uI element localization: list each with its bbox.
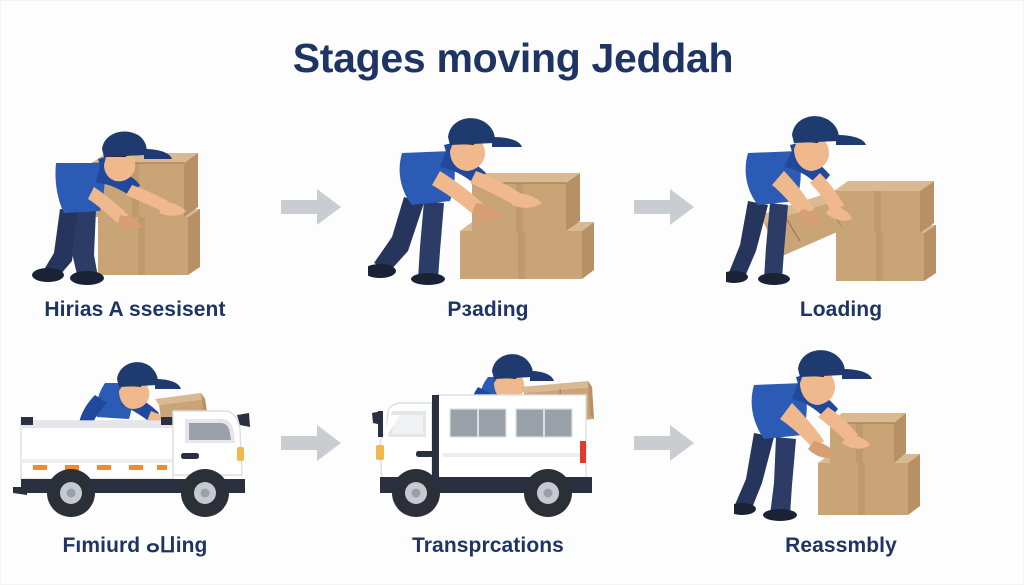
truck-box-van [372,394,592,517]
cargo-window-panels [449,408,573,438]
stage-packing[interactable]: Pɜading [354,105,622,335]
stage-label: Transprcations [412,534,564,557]
illustration-worker-boxes-stack [707,341,975,521]
illustration-truck-flatbed-loading [1,341,269,521]
stages-row-bottom: Fımiurd ⴰⵡing [1,341,1024,571]
stages-row-top: Hirias A ssesisent [1,105,1024,335]
illustration-worker-boxes-bend [1,105,269,285]
box-stack-upper [834,181,934,233]
stage-label: Pɜading [447,298,529,321]
stage-reassembly[interactable]: Reassmbly [707,341,975,571]
stage-label: Hirias A ssesisent [44,298,226,321]
box-stack-lower [818,454,920,515]
stage-furniture-loading[interactable]: Fımiurd ⴰⵡing [1,341,269,571]
illustration-worker-boxes-lift [707,105,975,285]
worker-figure [726,116,866,285]
arrow-right-icon [622,105,707,285]
illustration-worker-boxes-push [354,105,622,285]
truck-flatbed [13,410,250,517]
stage-assessment[interactable]: Hirias A ssesisent [1,105,269,335]
box-stack-lower [836,225,936,281]
box-stack-lower [98,209,200,275]
arrow-right-icon [269,341,354,521]
worker-figure [368,118,542,285]
worker-figure [734,350,872,521]
stage-label: Reassmbly [785,534,897,557]
page-title: Stages moving Jeddah [292,35,734,81]
arrow-right-icon [622,341,707,521]
arrow-right-icon [269,105,354,285]
illustration-truck-box-transport [354,341,622,521]
side-markers [33,465,167,470]
stage-label: Loading [799,298,883,321]
stage-loading[interactable]: Loading [707,105,975,335]
stage-transportation[interactable]: Transprcations [354,341,622,571]
worker-figure [32,131,186,285]
stage-label: Fımiurd ⴰⵡing [62,534,208,557]
